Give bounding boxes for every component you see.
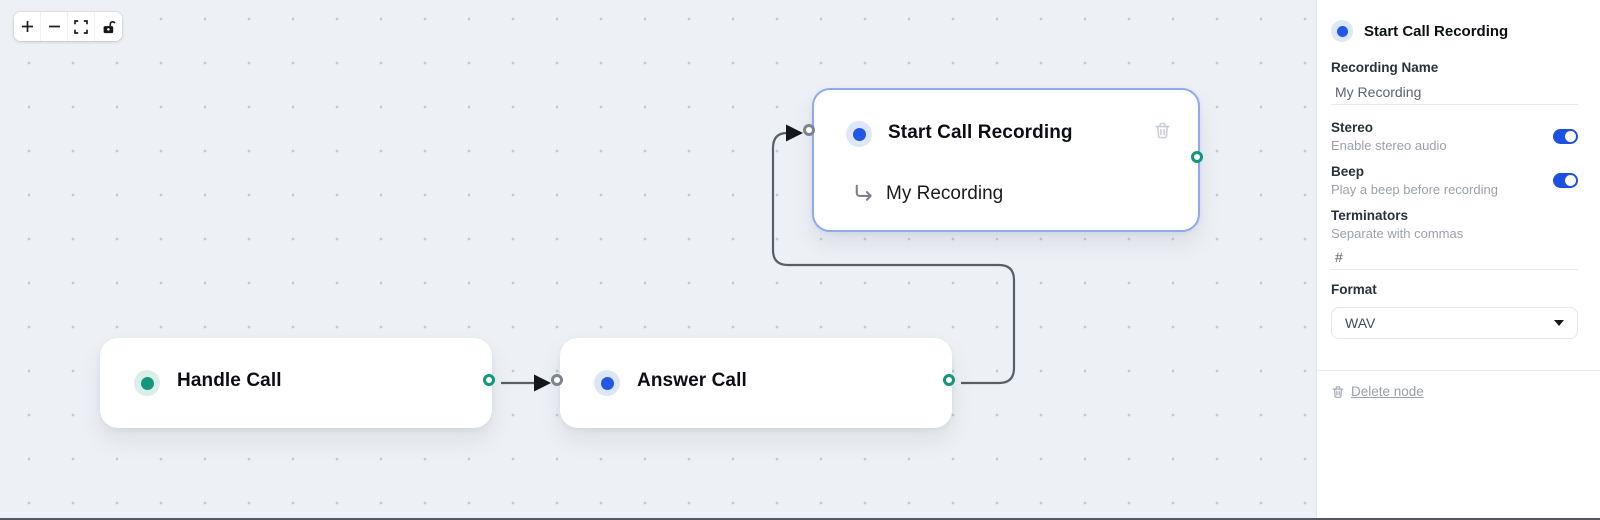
delete-node-label: Delete node [1351, 384, 1424, 399]
canvas-controls [14, 12, 122, 41]
beep-helper: Play a beep before recording [1331, 182, 1498, 197]
node-subtitle: My Recording [886, 183, 1004, 204]
beep-label: Beep [1331, 164, 1365, 179]
panel-header: Start Call Recording [1331, 0, 1578, 43]
recording-name-label: Recording Name [1331, 60, 1439, 75]
terminators-input[interactable] [1331, 249, 1578, 270]
terminators-label: Terminators [1331, 208, 1409, 223]
edge-layer [501, 124, 1016, 392]
node-status-dot [846, 121, 872, 147]
target-port-answer-call[interactable] [551, 374, 563, 386]
source-port-handle-call[interactable] [483, 374, 495, 386]
stereo-label: Stereo [1331, 120, 1374, 135]
node-title: Handle Call [177, 370, 282, 391]
format-select[interactable]: WAV [1331, 307, 1578, 339]
terminators-helper: Separate with commas [1331, 226, 1464, 241]
plus-icon [21, 21, 33, 32]
lock-button[interactable] [95, 12, 122, 41]
chevron-down-icon [1554, 320, 1564, 326]
stereo-helper: Enable stereo audio [1331, 138, 1447, 153]
beep-toggle[interactable] [1553, 173, 1578, 188]
beep-row: Beep Play a beep before recording [1331, 164, 1578, 197]
minus-icon [48, 25, 60, 28]
source-port-start-call-recording[interactable] [1191, 151, 1203, 163]
edge-arrowhead [786, 124, 803, 142]
node-handle-call[interactable]: Handle Call [100, 338, 492, 428]
node-delete-button[interactable] [1153, 121, 1172, 145]
edge-answer-to-recording[interactable] [771, 131, 1016, 385]
fit-view-button[interactable] [68, 12, 95, 41]
target-port-start-call-recording[interactable] [803, 124, 815, 136]
source-port-answer-call[interactable] [943, 374, 955, 386]
panel-divider [1317, 370, 1600, 371]
trash-icon [1155, 122, 1170, 139]
node-status-dot [1331, 20, 1353, 42]
node-properties-panel: Start Call Recording Recording Name Ster… [1316, 0, 1600, 520]
node-start-call-recording[interactable]: Start Call Recording My Recording [812, 88, 1200, 232]
format-label: Format [1331, 282, 1377, 297]
zoom-out-button[interactable] [41, 12, 68, 41]
node-title: Start Call Recording [888, 122, 1073, 143]
trash-icon [1332, 385, 1344, 398]
node-answer-call[interactable]: Answer Call [560, 338, 952, 428]
flow-canvas[interactable]: Handle Call Answer Call Start Call Recor… [0, 0, 1316, 520]
node-title: Answer Call [637, 370, 747, 391]
fit-view-icon [74, 19, 88, 34]
edge-arrowhead [534, 374, 551, 392]
panel-title: Start Call Recording [1364, 22, 1509, 40]
delete-node-button[interactable]: Delete node [1331, 384, 1578, 399]
unlocked-padlock-icon [103, 20, 115, 33]
format-selected-value: WAV [1345, 315, 1376, 331]
node-status-dot [134, 370, 160, 396]
branch-arrow-icon [852, 182, 875, 210]
window-bottom-edge [0, 518, 1600, 520]
recording-name-input[interactable] [1331, 84, 1578, 105]
node-status-dot [594, 370, 620, 396]
stereo-row: Stereo Enable stereo audio [1331, 120, 1578, 153]
stereo-toggle[interactable] [1553, 129, 1578, 144]
zoom-in-button[interactable] [14, 12, 41, 41]
